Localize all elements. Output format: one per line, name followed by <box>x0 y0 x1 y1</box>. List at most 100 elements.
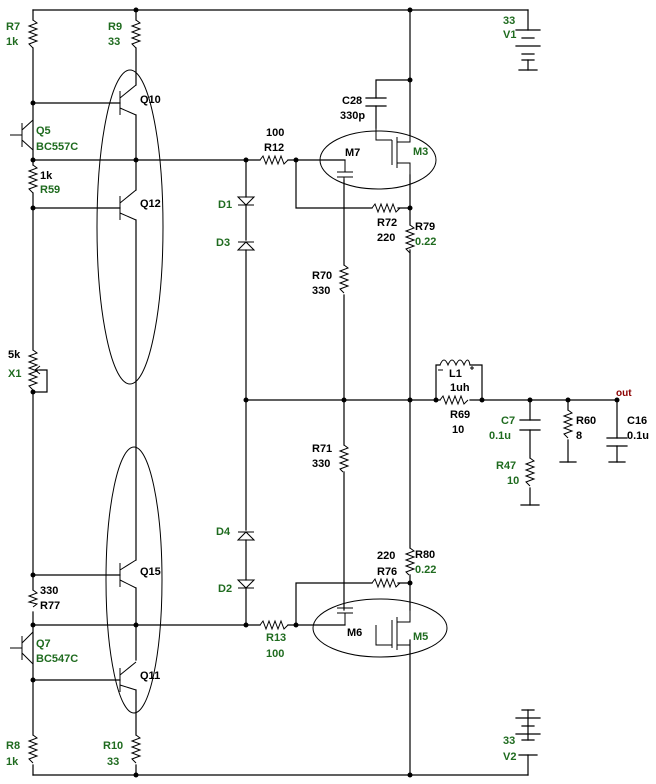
label-r71-value: 330 <box>312 458 330 470</box>
resistor-r60 <box>562 409 574 439</box>
label-r80-value: 0.22 <box>415 564 436 576</box>
ellipse-lower-bjt <box>105 446 163 714</box>
capacitor-c28 <box>365 97 387 107</box>
label-c16-name: C16 <box>627 415 647 427</box>
capacitor-c7 <box>519 419 541 431</box>
label-r70-name: R70 <box>312 270 332 282</box>
label-r9-value: 33 <box>108 36 120 48</box>
label-v2-value: 33 <box>503 735 515 747</box>
label-m6: M6 <box>347 627 362 639</box>
label-m7: M7 <box>345 147 360 159</box>
label-r70-value: 330 <box>312 285 330 297</box>
resistor-r10 <box>130 734 142 764</box>
label-r71-name: R71 <box>312 443 332 455</box>
label-r7-value: 1k <box>6 36 19 48</box>
resistor-r69 <box>439 394 469 406</box>
transistor-q5 <box>10 119 34 151</box>
transistor-q10 <box>119 84 137 116</box>
resistor-r47 <box>524 457 536 487</box>
label-q15: Q15 <box>140 566 161 578</box>
potentiometer-x1 <box>27 349 39 391</box>
labels: R7 1k R9 33 33 V1 Q10 Q5 BC557C C28 330p… <box>6 15 649 768</box>
resistor-r8 <box>27 734 39 764</box>
resistor-r70 <box>338 264 350 294</box>
voltage-source-v1 <box>515 29 541 61</box>
label-r77-name: R77 <box>40 600 60 612</box>
label-r60-value: 8 <box>576 430 582 442</box>
label-r59-value: 1k <box>40 170 53 182</box>
mosfet-m6 <box>337 607 353 625</box>
transistors <box>10 84 137 692</box>
ellipse-lower-mosfet <box>312 598 448 658</box>
ellipse-upper-mosfet <box>319 130 437 190</box>
label-r72-value: 220 <box>377 232 395 244</box>
label-r10-name: R10 <box>103 740 123 752</box>
resistor-r77 <box>27 589 39 608</box>
label-r60-name: R60 <box>576 415 596 427</box>
resistor-r12 <box>259 154 289 166</box>
capacitors <box>365 97 628 447</box>
label-r76-value: 220 <box>377 550 395 562</box>
mosfet-m5 <box>375 610 411 650</box>
diode-d3 <box>236 241 256 251</box>
label-r79-value: 0.22 <box>415 236 436 248</box>
label-v1-name: V1 <box>503 29 516 41</box>
label-q11: Q11 <box>140 670 160 682</box>
diode-d1 <box>236 196 256 206</box>
voltage-source-v2 <box>515 709 541 741</box>
label-c7-name: C7 <box>501 415 515 427</box>
net-label-out: out <box>616 388 632 399</box>
resistor-r76 <box>371 577 401 589</box>
label-q7-model: BC547C <box>36 653 78 665</box>
transistor-q15 <box>119 559 137 589</box>
label-r13-value: 100 <box>266 648 284 660</box>
label-r72-name: R72 <box>377 217 397 229</box>
transistor-q12 <box>119 189 137 221</box>
diode-d2 <box>236 579 256 589</box>
label-q5-name: Q5 <box>36 125 51 137</box>
label-r12-name: R12 <box>264 142 284 154</box>
label-r69-value: 10 <box>452 424 464 436</box>
inductor-l1 <box>439 359 471 367</box>
label-r47-name: R47 <box>496 460 516 472</box>
resistor-r80 <box>404 547 416 576</box>
diode-d4 <box>236 531 256 541</box>
label-d3: D3 <box>216 237 230 249</box>
label-c7-value: 0.1u <box>489 430 511 442</box>
label-r59-name: R59 <box>40 184 60 196</box>
diodes <box>236 196 256 589</box>
resistors <box>27 19 574 764</box>
mosfets <box>337 128 411 650</box>
label-q12: Q12 <box>140 198 161 210</box>
label-m3: M3 <box>413 146 428 158</box>
label-l1-value: 1uh <box>450 382 470 394</box>
mosfet-m7 <box>337 160 353 180</box>
label-m5: M5 <box>413 631 428 643</box>
capacitor-c16 <box>606 437 628 447</box>
resistor-r72 <box>371 202 401 214</box>
label-r76-name: R76 <box>377 566 397 578</box>
resistor-r79 <box>404 224 416 254</box>
label-d2: D2 <box>218 583 232 595</box>
label-r8-name: R8 <box>6 740 20 752</box>
label-r77-value: 330 <box>40 585 58 597</box>
label-c16-value: 0.1u <box>627 430 649 442</box>
label-q5-model: BC557C <box>36 141 78 153</box>
resistor-r9 <box>130 19 142 49</box>
label-v2-name: V2 <box>503 751 516 763</box>
junctions <box>30 7 620 778</box>
label-x1-name: X1 <box>8 368 21 380</box>
ellipse-upper-bjt <box>96 69 164 385</box>
label-q10: Q10 <box>140 94 161 106</box>
label-d1: D1 <box>218 199 232 211</box>
label-r13-name: R13 <box>266 632 286 644</box>
label-r12-value: 100 <box>266 127 284 139</box>
label-r7-name: R7 <box>6 21 20 33</box>
label-x1-value: 5k <box>8 349 21 361</box>
voltage-sources <box>515 29 541 741</box>
label-c28-name: C28 <box>342 95 362 107</box>
resistor-r71 <box>338 444 350 473</box>
wires <box>32 9 619 776</box>
label-l1-name: L1 <box>449 368 462 380</box>
